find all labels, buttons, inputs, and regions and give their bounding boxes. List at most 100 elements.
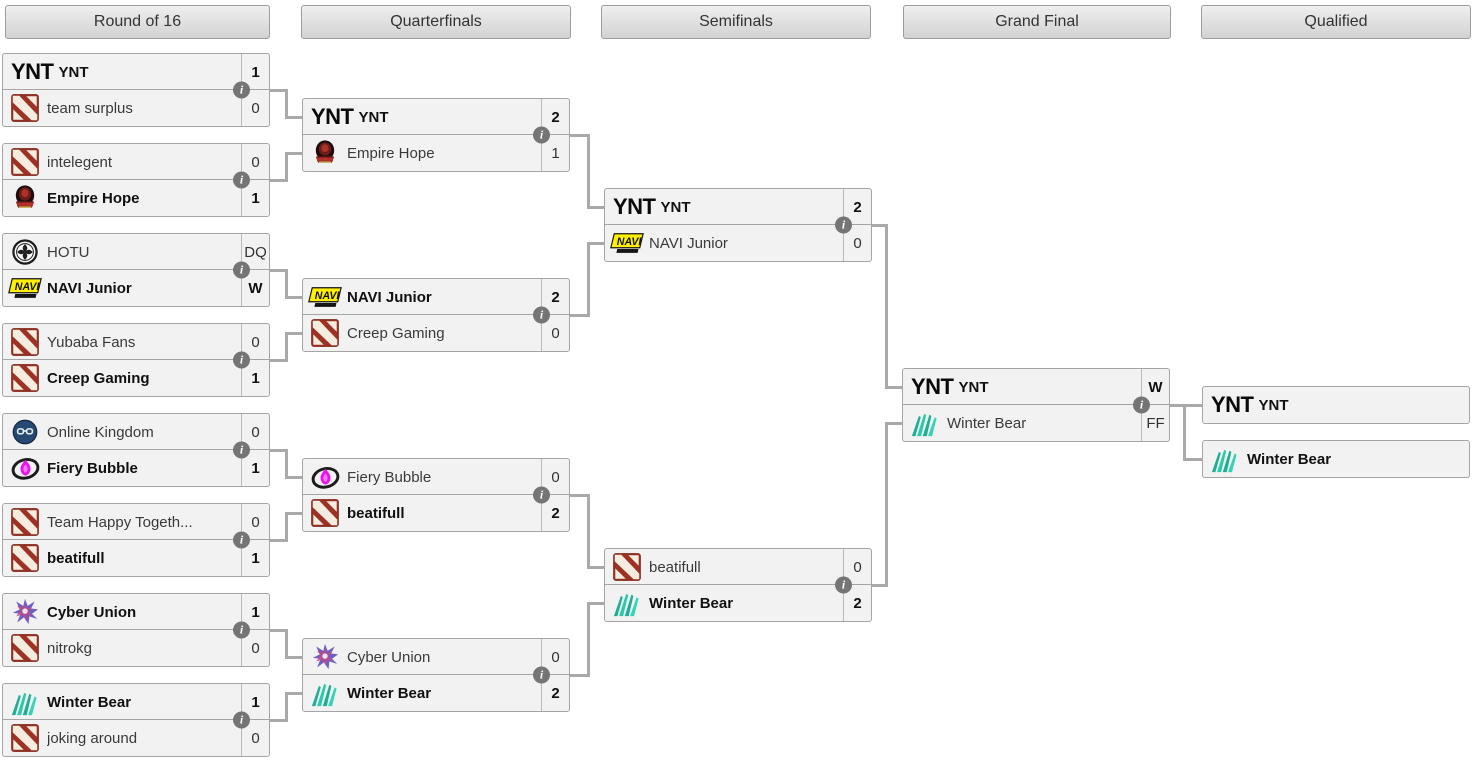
team-score: 1	[241, 684, 269, 720]
match-info-icon[interactable]: i	[835, 576, 852, 594]
team-row: beatifull 0	[605, 549, 871, 585]
dota2-default-icon	[11, 148, 39, 176]
connector-line	[285, 296, 302, 299]
team-row: Empire Hope 1	[3, 180, 269, 216]
match-info-icon[interactable]: i	[533, 666, 550, 684]
connector-line	[270, 629, 288, 632]
match-info-icon[interactable]: i	[533, 486, 550, 504]
match-info-icon[interactable]: i	[533, 306, 550, 324]
team-name[interactable]: Yubaba Fans	[47, 333, 136, 351]
team-name[interactable]: Online Kingdom	[47, 423, 154, 441]
team-name[interactable]: intelegent	[47, 153, 113, 171]
team-score: 2	[541, 99, 569, 135]
team-row: intelegent 0	[3, 144, 269, 180]
match-info-icon[interactable]: i	[835, 216, 852, 234]
connector-line	[285, 512, 288, 542]
team-logo-icon	[3, 184, 47, 212]
match-r16-3: HOTU DQ NAVI NAVI Junior W i	[2, 233, 270, 307]
match-info-icon[interactable]: i	[233, 261, 250, 279]
team-name[interactable]: Empire Hope	[347, 144, 435, 162]
team-name[interactable]: Winter Bear	[47, 693, 132, 711]
team-name[interactable]: Winter Bear	[649, 594, 734, 612]
team-name[interactable]: Winter Bear	[1247, 450, 1332, 468]
team-name[interactable]: YNT	[660, 198, 691, 216]
team-score: 1	[241, 180, 269, 216]
team-name[interactable]: YNT	[958, 378, 989, 396]
team-score: 0	[241, 630, 269, 666]
team-name[interactable]: Empire Hope	[47, 189, 140, 207]
team-score: 0	[843, 225, 871, 261]
team-name[interactable]: beatifull	[47, 549, 105, 567]
team-row: beatifull 1	[3, 540, 269, 576]
team-row: NAVI NAVI Junior 2	[303, 279, 569, 315]
round-header-quarterfinals: Quarterfinals	[301, 5, 571, 39]
team-name[interactable]: Creep Gaming	[347, 324, 445, 342]
team-name[interactable]: YNT	[58, 63, 89, 81]
team-name[interactable]: Fiery Bubble	[347, 468, 432, 486]
team-name[interactable]: Fiery Bubble	[47, 459, 138, 477]
svg-text:NAVI: NAVI	[15, 280, 41, 292]
team-name[interactable]: NAVI Junior	[649, 234, 728, 252]
team-row: Winter Bear 1	[3, 684, 269, 720]
team-name[interactable]: Winter Bear	[947, 414, 1027, 432]
team-logo-icon: YNT	[1211, 392, 1254, 417]
team-logo-icon	[303, 463, 347, 491]
dota2-default-icon	[11, 634, 39, 662]
team-name[interactable]: YNT	[358, 108, 389, 126]
match-info-icon[interactable]: i	[233, 711, 250, 729]
match-info-icon[interactable]: i	[233, 351, 250, 369]
match-qf-3: Fiery Bubble 0 beatifull 2 i	[302, 458, 570, 532]
connector-line	[285, 476, 302, 479]
team-row: Winter Bear FF	[903, 405, 1169, 441]
team-name[interactable]: NAVI Junior	[47, 279, 132, 297]
team-name[interactable]: beatifull	[649, 558, 701, 576]
team-name[interactable]: Cyber Union	[347, 648, 431, 666]
team-name[interactable]: HOTU	[47, 243, 90, 261]
team-logo-icon	[3, 238, 47, 266]
team-row: Empire Hope 1	[303, 135, 569, 171]
team-logo-icon	[303, 319, 347, 347]
team-score: 1	[241, 450, 269, 486]
team-logo-icon	[3, 328, 47, 356]
team-name[interactable]: NAVI Junior	[347, 288, 432, 306]
team-name[interactable]: Creep Gaming	[47, 369, 150, 387]
team-name[interactable]: Winter Bear	[347, 684, 432, 702]
team-row: team surplus 0	[3, 90, 269, 126]
connector-line	[285, 269, 288, 299]
match-info-icon[interactable]: i	[533, 126, 550, 144]
team-name[interactable]: Team Happy Togeth...	[47, 513, 193, 531]
team-name[interactable]: YNT	[1258, 396, 1289, 414]
team-score: 1	[241, 360, 269, 396]
match-info-icon[interactable]: i	[233, 531, 250, 549]
team-logo-icon	[605, 553, 649, 581]
connector-line	[587, 602, 590, 677]
team-logo-icon: YNT	[11, 59, 54, 84]
match-info-icon[interactable]: i	[233, 621, 250, 639]
fiery-bubble-icon	[11, 458, 39, 480]
team-name[interactable]: joking around	[47, 729, 138, 747]
team-name[interactable]: Cyber Union	[47, 603, 137, 621]
connector-line	[1183, 458, 1202, 461]
round-header-semifinals: Semifinals	[601, 5, 871, 39]
team-row: Team Happy Togeth... 0	[3, 504, 269, 540]
team-logo-icon	[3, 598, 47, 626]
match-r16-2: intelegent 0 Empire Hope 1 i	[2, 143, 270, 217]
team-name[interactable]: beatifull	[347, 504, 405, 522]
team-row: Fiery Bubble 1	[3, 450, 269, 486]
dota2-default-icon	[11, 364, 39, 392]
match-info-icon[interactable]: i	[233, 441, 250, 459]
connector-line	[872, 584, 888, 587]
team-logo-icon	[3, 148, 47, 176]
connector-line	[285, 332, 288, 362]
fiery-bubble-icon	[311, 467, 339, 489]
match-info-icon[interactable]: i	[1133, 396, 1150, 414]
dota2-default-icon	[11, 724, 39, 752]
team-name[interactable]: nitrokg	[47, 639, 93, 657]
match-info-icon[interactable]: i	[233, 171, 250, 189]
team-name[interactable]: team surplus	[47, 99, 133, 117]
cyber-union-icon	[312, 643, 339, 670]
match-r16-6: Team Happy Togeth... 0 beatifull 1 i	[2, 503, 270, 577]
match-info-icon[interactable]: i	[233, 81, 250, 99]
team-row: beatifull 2	[303, 495, 569, 531]
